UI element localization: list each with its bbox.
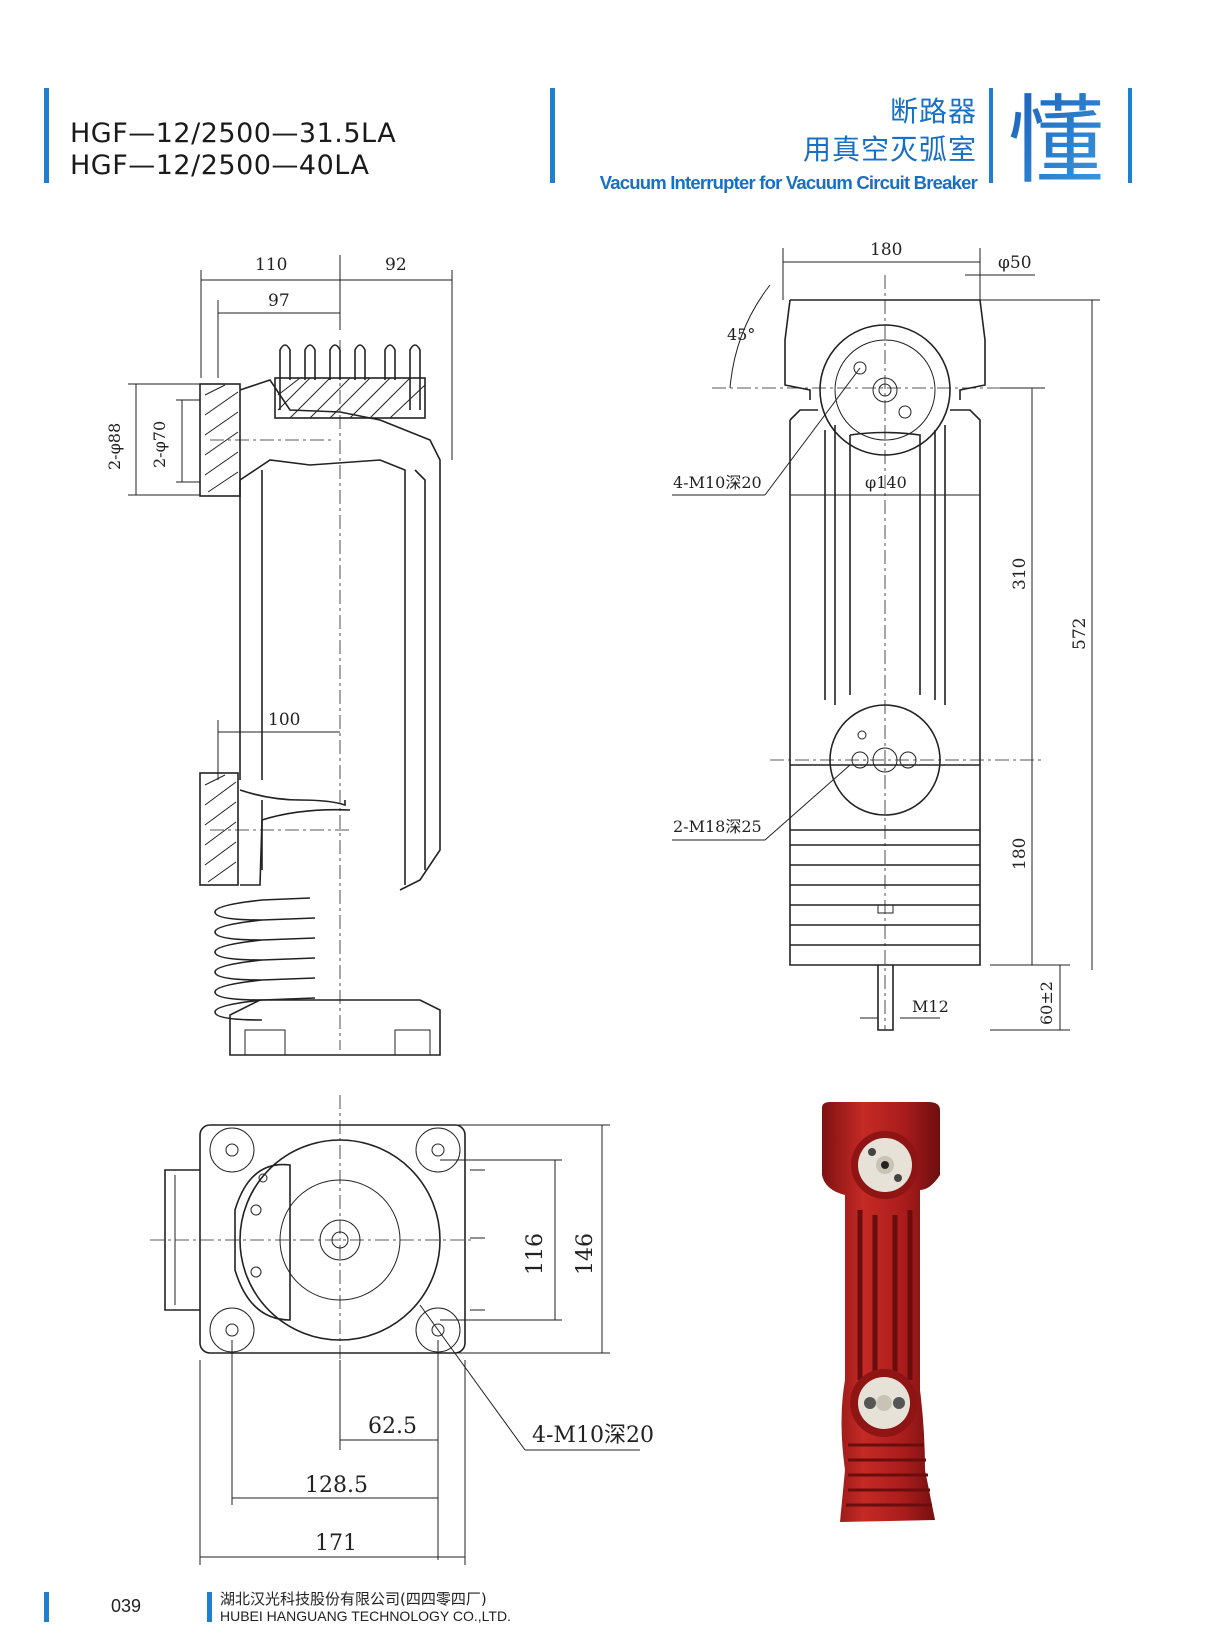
footer-mid-bar bbox=[207, 1592, 212, 1622]
dim-180-side: 180 bbox=[1010, 838, 1030, 870]
header-mid-bar bbox=[550, 88, 555, 183]
product-photo bbox=[822, 1102, 940, 1522]
company-name-cn: 湖北汉光科技股份有限公司(四四零四厂) bbox=[220, 1590, 487, 1608]
company-name-en: HUBEI HANGUANG TECHNOLOGY CO.,LTD. bbox=[220, 1608, 511, 1624]
model-number-2: HGF—12/2500—40LA bbox=[70, 150, 370, 181]
dim-m10-bottom: 4-M10深20 bbox=[532, 1423, 654, 1448]
dim-2phi88: 2-φ88 bbox=[105, 423, 124, 470]
dim-97: 97 bbox=[268, 291, 290, 311]
dim-m12: M12 bbox=[912, 997, 949, 1016]
dim-60: 60±2 bbox=[1037, 981, 1056, 1025]
logo-glyph: 懂 bbox=[1008, 86, 1104, 190]
title-cn-line-1: 断路器 bbox=[889, 95, 977, 128]
header-logo-bar-left bbox=[989, 88, 993, 183]
dim-45: 45° bbox=[727, 325, 755, 344]
dim-phi50: φ50 bbox=[998, 253, 1032, 273]
dim-171: 171 bbox=[315, 1531, 357, 1556]
footer-left-bar bbox=[44, 1592, 49, 1622]
dim-92: 92 bbox=[385, 255, 407, 275]
front-view-drawing: 180 φ50 45° φ140 4-M10深20 310 572 bbox=[672, 240, 1100, 1031]
page-number: 039 bbox=[111, 1596, 142, 1616]
dim-180-top: 180 bbox=[870, 240, 902, 260]
dim-2phi70: 2-φ70 bbox=[150, 421, 169, 468]
dim-310: 310 bbox=[1010, 558, 1030, 590]
dim-100: 100 bbox=[268, 710, 300, 730]
model-number-1: HGF—12/2500—31.5LA bbox=[70, 118, 397, 149]
dim-572: 572 bbox=[1070, 618, 1090, 650]
company-logo: 懂 bbox=[1004, 85, 1108, 197]
dim-62-5: 62.5 bbox=[368, 1414, 417, 1439]
dim-phi140: φ140 bbox=[865, 473, 907, 492]
bottom-view-drawing: 116 146 62.5 128.5 171 4-M10深20 bbox=[150, 1095, 654, 1565]
dim-128-5: 128.5 bbox=[305, 1473, 368, 1498]
title-cn-line-2: 用真空灭弧室 bbox=[802, 133, 977, 166]
header-logo-bar-right bbox=[1128, 88, 1132, 183]
dim-116: 116 bbox=[523, 1233, 548, 1275]
header-left-bar bbox=[44, 88, 49, 183]
title-en: Vacuum Interrupter for Vacuum Circuit Br… bbox=[599, 172, 978, 193]
dim-110: 110 bbox=[255, 255, 287, 275]
side-view-drawing: 110 92 97 2-φ88 2-φ70 100 bbox=[105, 255, 453, 1056]
dim-m18: 2-M18深25 bbox=[673, 817, 762, 836]
dim-146: 146 bbox=[573, 1233, 598, 1275]
dim-m10: 4-M10深20 bbox=[673, 473, 762, 492]
